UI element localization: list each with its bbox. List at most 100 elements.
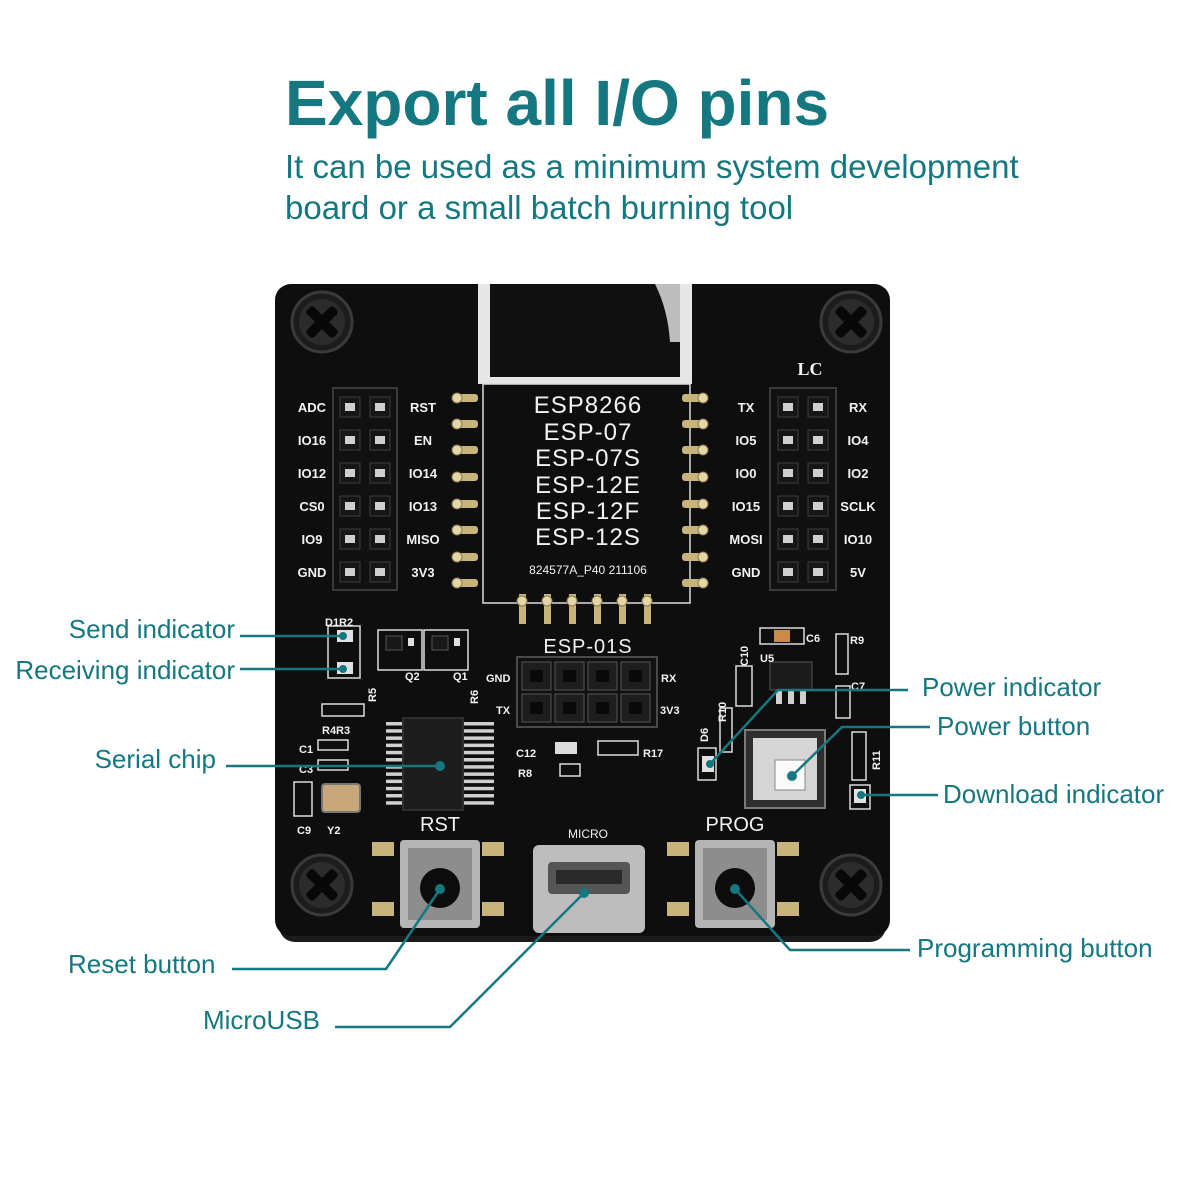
pin-label: ADC [298,400,327,415]
chip-leg [386,779,404,784]
pin-label: MOSI [729,532,762,547]
left-header-outer-labels: ADC IO16 IO12 CS0 IO9 GND [298,400,327,580]
pin-label: 3V3 [411,565,434,580]
regulator-leg [776,690,782,704]
module-pin-head [697,444,709,456]
header-pin [345,469,355,477]
pin-label: IO15 [732,499,760,514]
leader-dot [579,888,589,898]
refdes-label: D1R2 [325,617,353,629]
leader-dot [857,791,865,799]
refdes-label: Q1 [453,671,468,683]
chip-leg [462,736,494,740]
resistor-pair [321,703,365,717]
refdes-label: C10 [739,646,751,666]
refdes-label: R10 [717,702,729,722]
header-pin [813,469,823,477]
programming-button-label: Programming button [917,933,1153,963]
module-pin-head [697,471,709,483]
usb-tongue [556,870,622,884]
pin-layer [339,392,829,624]
pin-label: IO13 [409,499,437,514]
serial-chip-label: Serial chip [95,744,216,774]
transistor-tab [408,638,414,646]
module-pin-head [451,444,463,456]
micro-label: MICRO [568,827,608,841]
pin-label: IO16 [298,433,326,448]
right-pin-header [769,387,837,591]
crystal [321,783,361,813]
pin-label: RST [410,400,436,415]
module-name: ESP-12E [535,472,641,499]
module-pin-head [451,577,463,589]
socket-hole [596,702,609,714]
header-pin [375,502,385,510]
pin-label: GND [298,565,327,580]
regulator-leg [788,690,794,704]
reset-button-leader [232,888,442,971]
esp01s-3v3-label: 3V3 [660,705,680,717]
right-header-outer-labels: RX IO4 IO2 SCLK IO10 5V [840,400,876,580]
module-pin [569,594,576,624]
header-pin [813,403,823,411]
reset-button-label: Reset button [68,949,215,979]
module-name: ESP8266 [534,392,642,419]
leader-dot [730,884,740,894]
brand-logo: LC [797,359,822,379]
module-name-list: ESP8266 ESP-07 ESP-07S ESP-12E ESP-12F E… [529,392,647,577]
header-pin [783,535,793,543]
header-pin [813,436,823,444]
chip-leg [462,758,494,762]
chip-leg [386,772,404,776]
capacitor [759,627,805,645]
resistor [597,740,639,756]
module-name: ESP-07S [535,445,641,472]
transistor-body [431,635,449,651]
button-pad [482,902,504,916]
pin-label: GND [732,565,761,580]
serial-chip [402,717,464,811]
leader-dot [706,760,714,768]
pin-label: IO12 [298,466,326,481]
socket-hole [563,670,576,682]
refdes-label: R5 [367,688,379,702]
module-pin-head [451,498,463,510]
screw-icon [819,853,883,917]
callouts: Send indicator Receiving indicator Seria… [15,614,1164,1035]
resistor [719,707,733,753]
transistor-q1 [423,629,469,671]
download-led-footprint [849,784,871,810]
header-pin [345,403,355,411]
header-pin [813,502,823,510]
module-pin-head [697,551,709,563]
module-pin-head [516,595,528,607]
leader-dot [435,761,445,771]
socket-hole [563,702,576,714]
regulator-chip [769,661,813,691]
subtitle-line-1: It can be used as a minimum system devel… [285,148,1019,185]
button-pad [777,842,799,856]
capacitor [735,665,753,707]
receiving-indicator-label: Receiving indicator [15,655,235,685]
header-pin [375,436,385,444]
chip-leg [386,801,404,805]
power-led-footprint [697,747,717,781]
refdes-label: C1 [299,744,313,756]
resistor [851,731,867,781]
pin-label: IO2 [848,466,869,481]
module-pin [619,594,626,624]
header-pin [375,535,385,543]
refdes-label: C6 [806,633,820,645]
pin-label: IO14 [409,466,438,481]
pin-label: 5V [850,565,866,580]
esp01s-rx-label: RX [661,673,677,685]
chip-leg [462,801,494,805]
left-pin-header [332,387,398,591]
chip-leg [462,722,494,726]
resistor [559,763,581,777]
chip-leg [386,743,404,748]
leader-dot [339,665,347,673]
leader-dot [787,771,797,781]
capacitor [555,742,577,754]
